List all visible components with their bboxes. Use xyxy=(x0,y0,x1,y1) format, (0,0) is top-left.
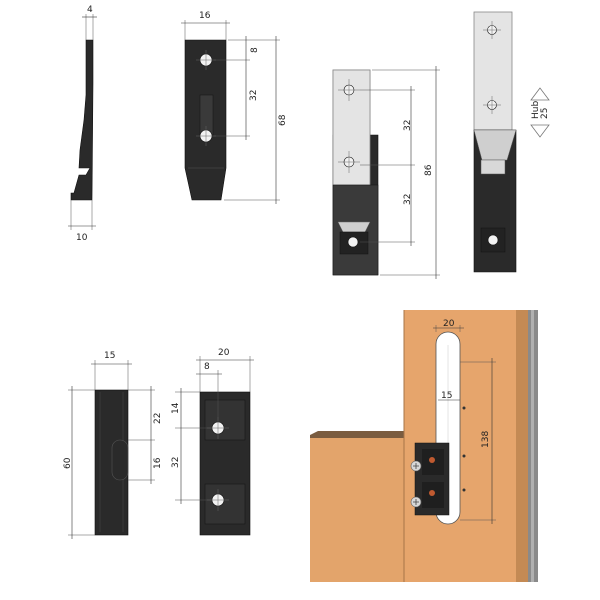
dim-bracket-b: 14 xyxy=(171,402,181,414)
view-assembly-stroke: Hub 25 xyxy=(473,11,550,273)
bracket-side-slot xyxy=(111,439,129,481)
arrow-up-icon xyxy=(530,87,550,101)
dim-top-offset: 8 xyxy=(250,47,260,53)
installed-bracket xyxy=(410,442,450,516)
dim-top-width: 4 xyxy=(87,5,93,15)
dim-spacing-upper: 32 xyxy=(403,120,413,131)
view-assembly-front: 32 32 86 xyxy=(332,66,440,279)
stroke-label: Hub xyxy=(531,101,541,119)
view-installation: 20 15 138 xyxy=(310,310,538,582)
fitting-side-profile xyxy=(70,39,94,201)
dim-slot-width: 20 xyxy=(443,319,455,329)
dim-bracket-height: 60 xyxy=(63,457,73,469)
dim-bracket-inner-width: 8 xyxy=(204,362,210,372)
dim-spacing-lower: 32 xyxy=(403,194,413,205)
dim-total-height: 86 xyxy=(424,164,434,176)
dim-install-offset: 15 xyxy=(441,391,452,401)
assembly-hole xyxy=(347,236,359,248)
view-bracket-front: 20 8 14 32 xyxy=(171,348,254,536)
dim-hole-spacing: 32 xyxy=(249,90,259,101)
board-horizontal xyxy=(310,438,404,582)
stroke-value: 25 xyxy=(540,108,550,119)
view-fitting-side: 4 10 xyxy=(68,5,97,243)
view-bracket-side: 15 60 22 16 xyxy=(63,351,163,539)
dim-slot-height: 138 xyxy=(481,431,491,448)
dim-bottom-width: 10 xyxy=(76,233,88,243)
dim-bracket-width: 15 xyxy=(104,351,115,361)
dim-bracket-a: 22 xyxy=(153,413,163,424)
dim-bracket-front-width: 20 xyxy=(218,348,230,358)
dim-front-width: 16 xyxy=(199,11,211,21)
dim-bracket-d: 32 xyxy=(171,457,181,468)
arrow-down-icon xyxy=(530,124,550,138)
fitting-front-slot xyxy=(199,94,214,136)
dim-bracket-c: 16 xyxy=(153,457,163,469)
view-fitting-front: 16 8 32 68 xyxy=(181,11,288,204)
stroke-hole-body xyxy=(487,234,499,246)
dim-front-height: 68 xyxy=(278,114,288,126)
